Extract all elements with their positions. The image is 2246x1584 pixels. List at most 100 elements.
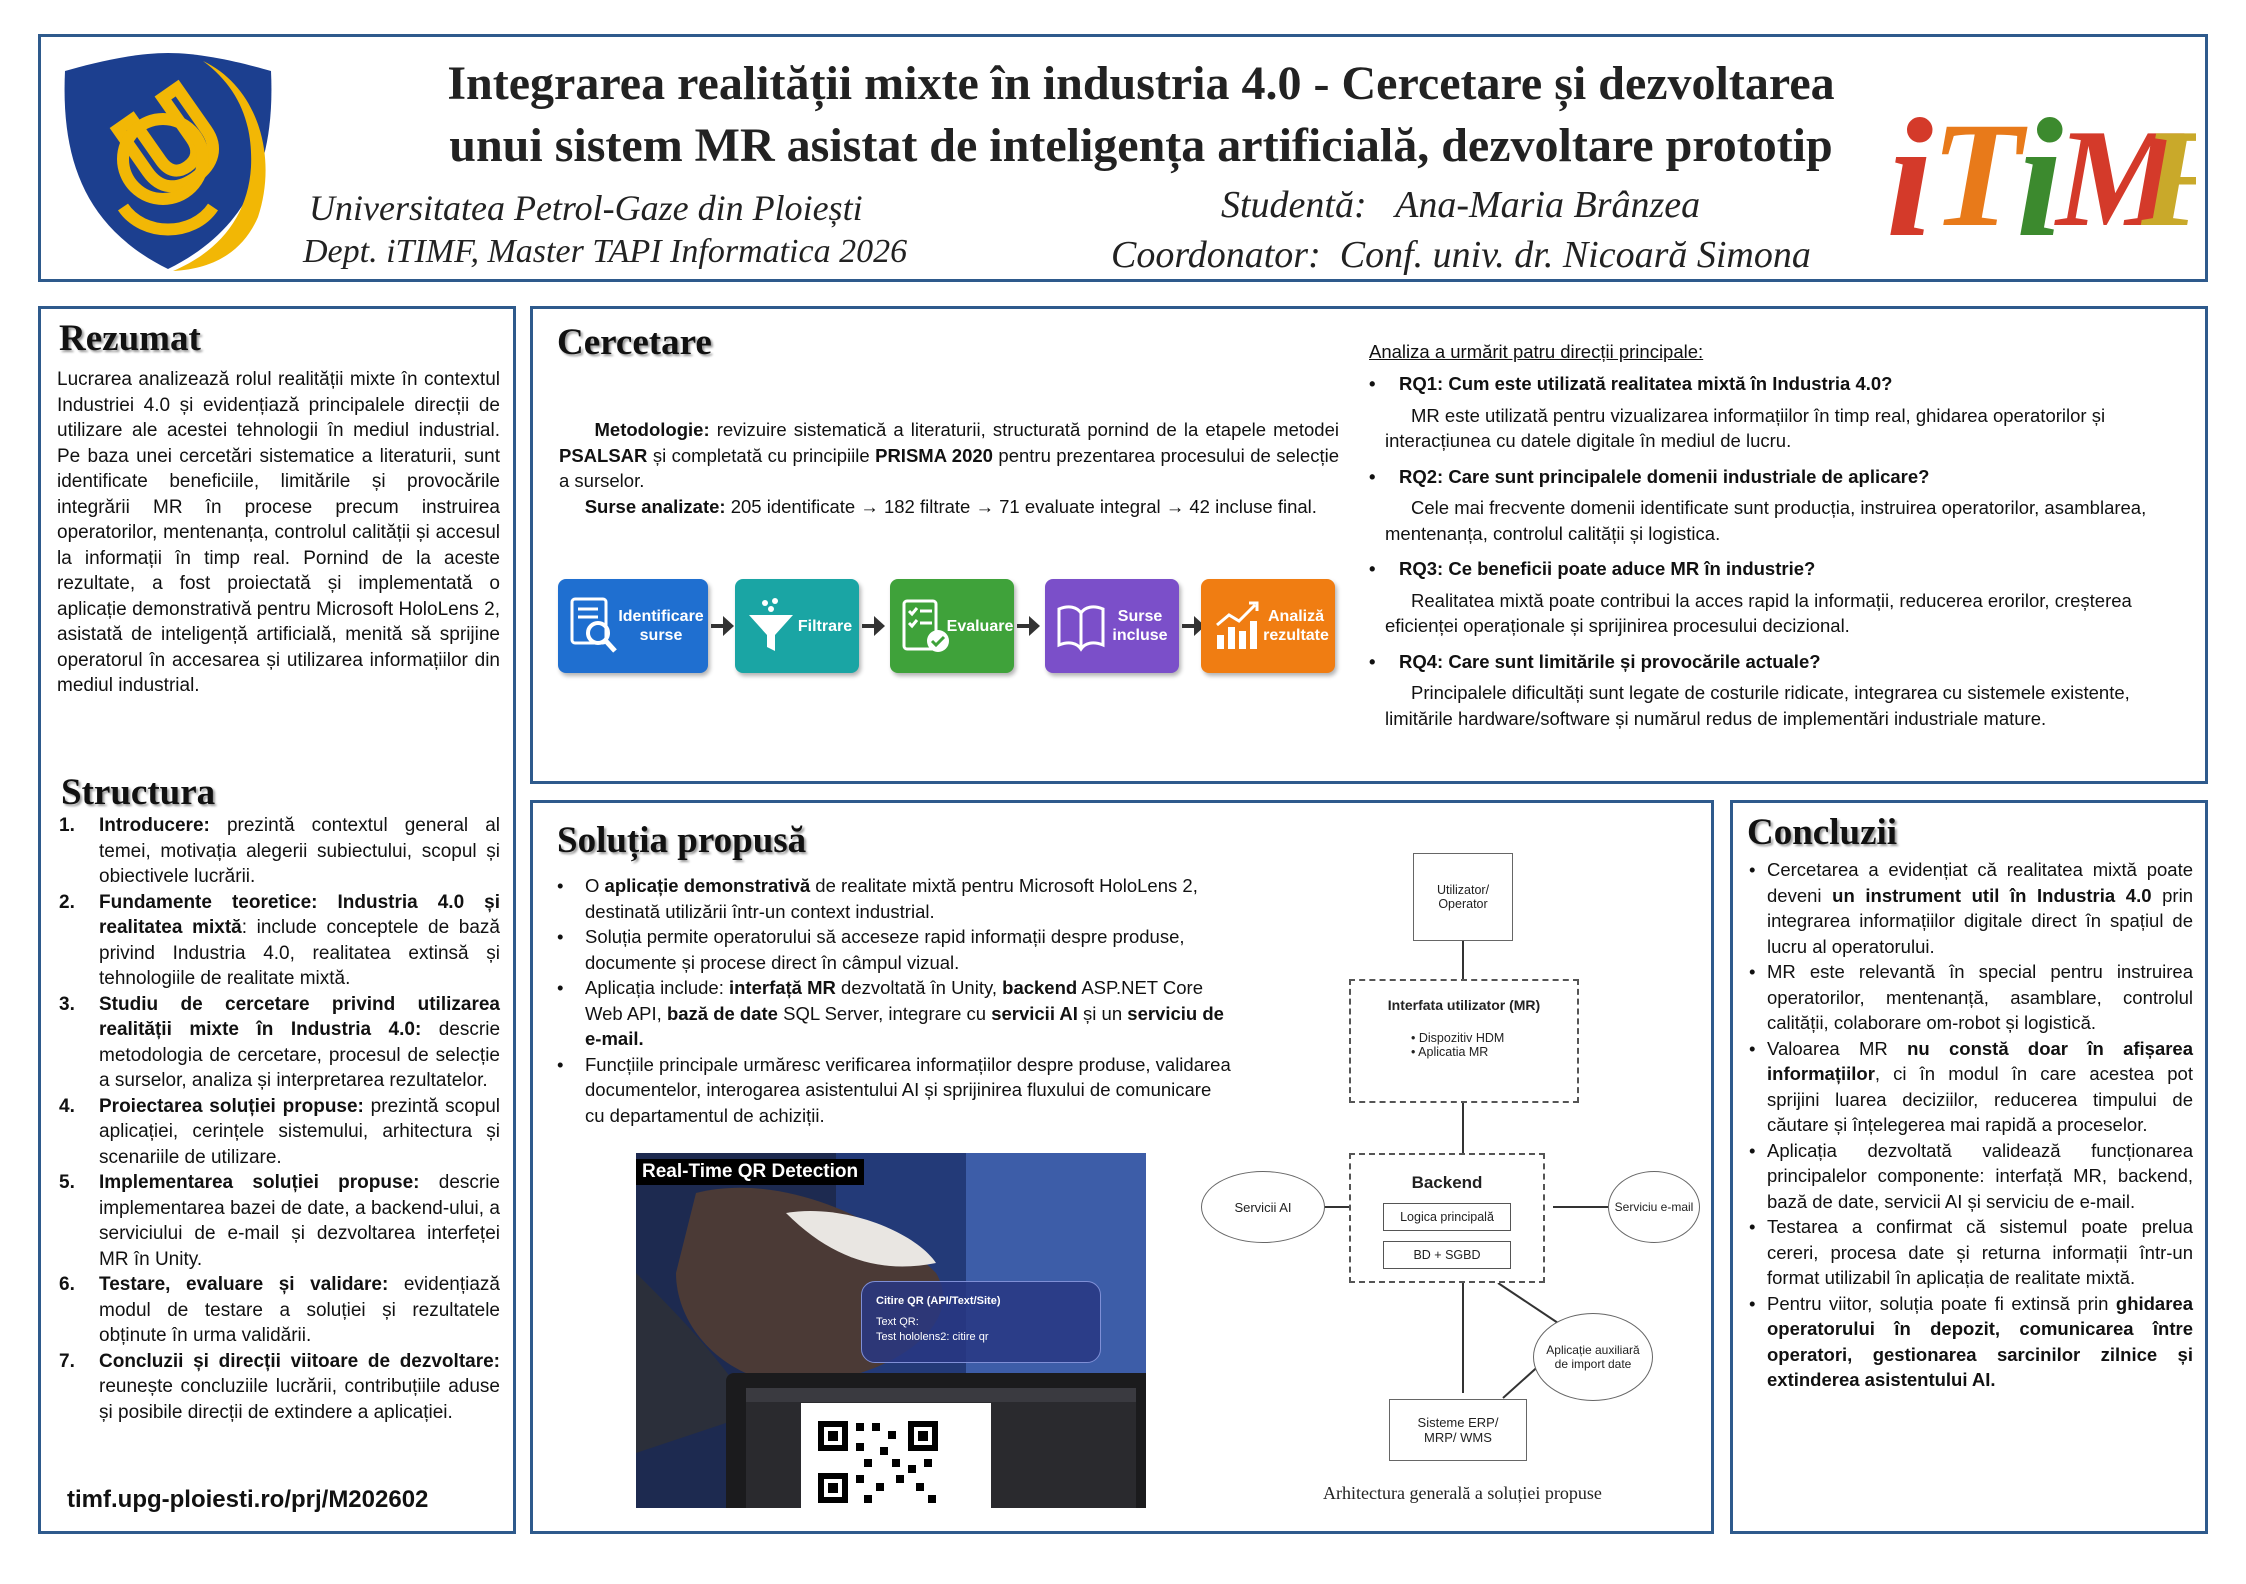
qr-panel-line: Test hololens2: citire qr (876, 1331, 989, 1343)
structura-item-number: 6. (59, 1274, 75, 1295)
university-name: Universitatea Petrol-Gaze din Ploiești (309, 188, 863, 228)
email-service-ellipse: Serviciu e-mail (1608, 1171, 1700, 1243)
erp-box: Sisteme ERP/ MRP/ WMS (1389, 1399, 1527, 1461)
structura-list: 1.Introducere: prezintă contextul genera… (59, 813, 500, 1425)
bullet-emphasis: nu constă doar în afișarea informațiilor (1767, 1037, 2194, 1085)
bullet-text: Valoarea MR (1767, 1037, 1908, 1059)
qr-result-panel: Citire QR (API/Text/Site) Text QR: Test … (861, 1281, 1101, 1363)
cercetare-title: Cercetare (557, 322, 712, 363)
title-line-1: Integrarea realității mixte în industria… (447, 57, 1835, 110)
structura-item: 1.Introducere: prezintă contextul genera… (59, 813, 500, 890)
flow-step-label: Evaluare (946, 617, 1014, 635)
ui-item: • Aplicatia MR (1411, 1045, 1489, 1059)
ai-services-ellipse: Servicii AI (1201, 1171, 1325, 1243)
surse-text: 205 identificate → 182 filtrate → 71 eva… (725, 495, 1317, 517)
svg-text:M: M (2054, 101, 2185, 256)
student-label: Studentă: (1221, 184, 1367, 226)
coordinator-label: Coordonator: (1111, 234, 1321, 276)
bullet-text: Testarea a confirmat că sistemul poate p… (1767, 1216, 2193, 1288)
funnel-icon (749, 598, 793, 651)
bullet-text: Cercetarea a evidențiat că realitatea mi… (1767, 859, 2193, 906)
bullet-item: Funcțiile principale urmăresc verificare… (555, 1052, 1235, 1129)
structura-item-number: 4. (59, 1095, 75, 1117)
checklist-icon (902, 599, 949, 652)
structura-item-text: evidențiază modul de testare a soluției … (99, 1274, 500, 1346)
svg-text:F: F (2140, 101, 2196, 256)
bullet-text: O (585, 875, 605, 896)
bullet-text: și un (1077, 1002, 1128, 1024)
bullet-item: MR este relevantă în special pentru inst… (1749, 959, 2193, 1036)
metodologie-label: Metodologie: (594, 419, 710, 440)
psalsar-term: PSALSAR (559, 444, 648, 466)
arrow-right-icon (711, 616, 734, 636)
project-link[interactable]: timf.upg-ploiesti.ro/prj/M202602 (67, 1486, 429, 1513)
rq-item: RQ4: Care sunt limitările și provocările… (1369, 649, 2199, 732)
diagram-caption: Arhitectura generală a soluției propuse (1323, 1483, 1602, 1503)
structura-item-text: descrie implementarea bazei de date, a b… (99, 1172, 500, 1270)
mr-interface-title: Interfata utilizator (MR) (1387, 997, 1541, 1013)
structura-item-text: prezintă contextul general al temei, mot… (99, 815, 500, 887)
structura-item: 4.Proiectarea soluției propuse: prezintă… (59, 1094, 500, 1171)
poster-header: U Integrarea realității mixte în industr… (38, 34, 2208, 282)
flow-step-label: Surse incluse (1112, 608, 1168, 644)
bullet-text: Pentru viitor, soluția poate fi extinsă … (1767, 1292, 2116, 1314)
metodologie-part: și completată cu principiile (647, 444, 876, 466)
bullet-text: MR este relevantă în special pentru inst… (1767, 961, 2193, 1033)
rq-item: RQ2: Care sunt principalele domenii indu… (1369, 464, 2199, 547)
backend-box: Backend Logica principală BD + SGBD (1349, 1153, 1545, 1283)
svg-text:i: i (1886, 84, 1933, 265)
qr-panel-line: Text QR: (876, 1316, 919, 1328)
bullet-emphasis: backend (1002, 977, 1078, 998)
bullet-emphasis: interfață MR (728, 977, 836, 998)
cercetare-panel: Cercetare Metodologie: revizuire sistema… (530, 306, 2208, 784)
bullet-emphasis: aplicație demonstrativă (604, 875, 811, 896)
search-document-icon (570, 597, 617, 653)
bullet-emphasis: servicii AI (991, 1002, 1078, 1024)
rq-question: RQ2: Care sunt principalele domenii indu… (1399, 465, 1930, 487)
bullet-text: , ci în modul în care acestea pot spriji… (1767, 1063, 2193, 1135)
solutia-panel: Soluția propusă O aplicație demonstrativ… (530, 800, 1714, 1534)
coordinator-line: Coordonator: Conf. univ. dr. Nicoară Sim… (1111, 233, 1811, 277)
bullet-emphasis: un instrument util în Industria 4.0 (1832, 884, 2152, 906)
user-operator-box: Utilizator/ Operator (1413, 853, 1513, 941)
concluzii-title: Concluzii (1747, 812, 1898, 853)
department-name: Dept. iTIMF, Master TAPI Informatica 202… (303, 233, 908, 270)
structura-item-heading: Fundamente teoretice: Industria 4.0 și r… (99, 891, 500, 939)
backend-title: Backend (1411, 1173, 1483, 1192)
structura-item-heading: Testare, evaluare și validare: (99, 1274, 389, 1295)
structura-item: 6. Testare, evaluare și validare: evidenț… (59, 1272, 500, 1349)
bullet-text: Soluția permite operatorului să acceseze… (585, 926, 1185, 973)
logic-box: Logica principală (1383, 1203, 1511, 1231)
rezumat-title: Rezumat (59, 318, 201, 359)
svg-text:i: i (2016, 84, 2063, 265)
coordinator-name: Conf. univ. dr. Nicoară Simona (1339, 234, 1811, 276)
metodologie-part: pentru prezentarea procesului de selecți… (559, 444, 1339, 492)
itimf-logo-icon: i T i M F (1886, 84, 2196, 265)
bullet-text: dezvoltată în Unity, (835, 977, 1003, 998)
structura-item: 7.Concluzii și direcții viitoare de dezv… (59, 1349, 500, 1426)
analiza-intro: Analiza a urmărit patru direcții princip… (1369, 341, 1704, 362)
mr-interface-box: Interfata utilizator (MR) • Dispozitiv H… (1349, 979, 1579, 1103)
rq-item: RQ1: Cum este utilizată realitatea mixtă… (1369, 371, 2199, 454)
bullet-item: Soluția permite operatorului să acceseze… (555, 924, 1235, 975)
structura-item-number: 7. (59, 1350, 75, 1372)
bullet-text: Aplicația include: (585, 977, 729, 998)
bullet-item: Pentru viitor, soluția poate fi extinsă … (1749, 1291, 2193, 1393)
bullet-text: Funcțiile principale urmăresc verificare… (585, 1053, 1231, 1126)
ui-item-label: Aplicatia MR (1418, 1045, 1489, 1059)
arrow-right-icon (862, 616, 885, 636)
surse-label: Surse analizate: (584, 495, 726, 517)
structura-item-heading: Introducere: (99, 815, 210, 836)
arrow-right-icon (1017, 616, 1040, 636)
rq-answer: Cele mai frecvente domenii identificate … (1385, 497, 2147, 544)
structura-item-number: 2. (59, 891, 75, 913)
concluzii-panel: Concluzii Cercetarea a evidențiat că rea… (1730, 800, 2208, 1534)
arrow-right-icon (1182, 616, 1205, 636)
bullet-text: prin integrarea informațiilor digitale d… (1767, 884, 2193, 957)
rq-answer: Principalele dificultăți sunt legate de … (1385, 682, 2130, 729)
database-box: BD + SGBD (1383, 1241, 1511, 1269)
structura-item: 2. Fundamente teoretice: Industria 4.0 și… (59, 890, 500, 992)
qr-detection-banner: Real-Time QR Detection (636, 1159, 865, 1185)
rq-list: RQ1: Cum este utilizată realitatea mixtă… (1369, 371, 2199, 741)
rq-question: RQ4: Care sunt limitările și provocările… (1399, 650, 1821, 672)
